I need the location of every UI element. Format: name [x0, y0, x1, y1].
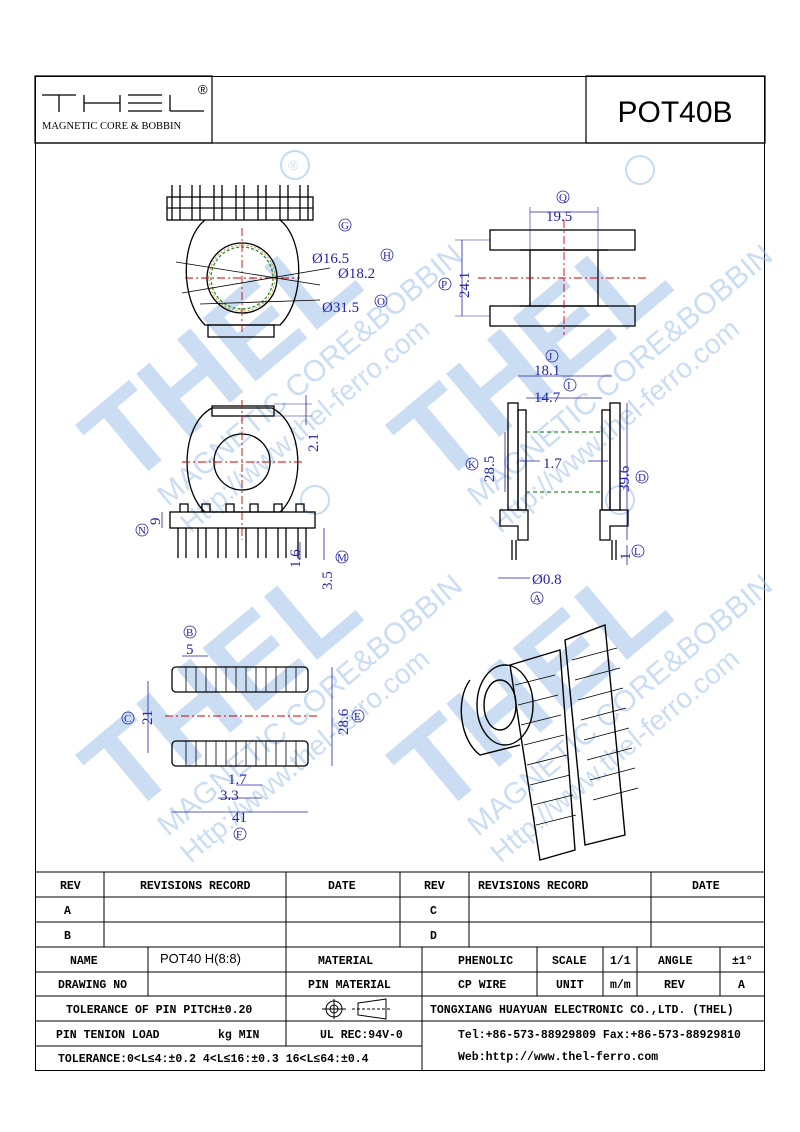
- dim-d31-5: Ø31.5: [322, 300, 359, 316]
- part-number: POT40B: [617, 96, 732, 129]
- label-K: K: [468, 459, 476, 471]
- rev-d: D: [430, 930, 437, 943]
- front-view: [166, 185, 331, 338]
- label-J: J: [548, 351, 553, 363]
- dim-28-5: 28.5: [482, 456, 498, 482]
- label-L: L: [634, 546, 641, 558]
- tolerance: TOLERANCE:0<L≤4:±0.2 4<L≤16:±0.3 16<L≤64…: [58, 1053, 369, 1066]
- label-A: A: [533, 593, 541, 605]
- dim-1-7a: 1.7: [543, 456, 562, 472]
- label-Q: Q: [559, 192, 567, 204]
- dim-19-5: 19.5: [546, 209, 572, 225]
- label-I: I: [567, 380, 571, 392]
- pin-material-value: CP WIRE: [458, 979, 506, 992]
- dim-18-1: 18.1: [534, 363, 560, 379]
- registered-mark: ®: [198, 82, 208, 97]
- pin-material-label: PIN MATERIAL: [308, 979, 391, 992]
- angle-value: ±1°: [732, 955, 753, 968]
- dim-d18-2: Ø18.2: [338, 266, 375, 282]
- date-header: DATE: [328, 880, 356, 893]
- bottom-view: [147, 655, 333, 813]
- label-D: D: [638, 472, 646, 484]
- rev-c: C: [430, 905, 437, 918]
- dim-9: 9: [148, 518, 164, 526]
- label-B: B: [186, 627, 193, 639]
- material-value: PHENOLIC: [458, 955, 513, 968]
- dim-1: 1: [618, 553, 634, 561]
- dim-d16-5: Ø16.5: [312, 251, 349, 267]
- rev-value: A: [738, 979, 745, 992]
- label-O: O: [377, 296, 385, 308]
- dim-2-1: 2.1: [306, 433, 322, 452]
- label-H: H: [383, 250, 391, 262]
- title-block: [35, 871, 765, 1071]
- rev-header-2: REV: [424, 880, 445, 893]
- unit-value: m/m: [610, 979, 631, 992]
- drawing-no-label: DRAWING NO: [58, 979, 127, 992]
- pin-pitch-tolerance: TOLERANCE OF PIN PITCH±0.20: [66, 1004, 252, 1017]
- pin-tension-unit: kg MIN: [218, 1029, 260, 1042]
- watermark-registered: ®: [288, 157, 299, 173]
- watermark: THEL MAGNETIC CORE&BOBBIN Http://www.the…: [58, 150, 779, 868]
- dim-3-3: 3.3: [220, 788, 239, 804]
- pin-view: [161, 395, 325, 560]
- dim-3-5: 3.5: [320, 571, 336, 590]
- company-name: TONGXIANG HUAYUAN ELECTRONIC CO.,LTD. (T…: [430, 1004, 734, 1017]
- label-C: C: [124, 713, 131, 725]
- rev-b: B: [64, 930, 71, 943]
- title-block-text: REV REVISIONS RECORD DATE REV REVISIONS …: [56, 880, 753, 1066]
- material-label: MATERIAL: [318, 955, 373, 968]
- section-view-dims: J 18.1 I 14.7 K 28.5 1.7 39.6 D 1 L Ø0.8…: [465, 349, 649, 605]
- isometric-view: [460, 624, 639, 861]
- web: Web:http://www.thel-ferro.com: [458, 1051, 658, 1064]
- header: ® MAGNETIC CORE & BOBBIN POT40B: [34, 75, 766, 144]
- revisions-record-header: REVISIONS RECORD: [140, 880, 251, 893]
- projection-symbol: [322, 998, 392, 1020]
- drawing-sheet: [35, 76, 765, 1071]
- dim-1-7b: 1.7: [228, 772, 247, 788]
- dim-1-6: 1.6: [288, 549, 304, 568]
- bottom-view-dims: B 5 C 21 28.6 E 1.7 3.3 41 F: [121, 625, 365, 841]
- tel-fax: Tel:+86-573-88929809 Fax:+86-573-8892981…: [458, 1029, 741, 1042]
- date-header-2: DATE: [692, 880, 720, 893]
- label-F: F: [236, 829, 242, 841]
- label-E: E: [354, 711, 361, 723]
- dim-21: 21: [140, 710, 156, 725]
- dim-41: 41: [232, 810, 247, 826]
- rev-header: REV: [60, 880, 81, 893]
- dim-5: 5: [186, 642, 194, 658]
- unit-label: UNIT: [556, 979, 584, 992]
- thel-logo: [42, 94, 204, 112]
- tagline: MAGNETIC CORE & BOBBIN: [42, 121, 182, 132]
- name-label: NAME: [70, 955, 98, 968]
- dim-14-7: 14.7: [534, 390, 561, 406]
- rev-label: REV: [664, 979, 685, 992]
- label-G: G: [341, 220, 349, 232]
- scale-value: 1/1: [610, 955, 631, 968]
- name-value: POT40 H(8:8): [160, 951, 241, 966]
- scale-label: SCALE: [552, 955, 587, 968]
- dim-28-6: 28.6: [336, 708, 352, 735]
- rev-a: A: [64, 905, 71, 918]
- front-view-dims: G H O Ø16.5 Ø18.2 Ø31.5: [312, 218, 394, 316]
- pin-view-dims: 2.1 N 9 1.6 M 3.5: [135, 433, 349, 590]
- angle-label: ANGLE: [658, 955, 693, 968]
- pin-tension-label: PIN TENION LOAD: [56, 1029, 160, 1042]
- dim-d0-8: Ø0.8: [532, 572, 562, 588]
- label-M: M: [337, 552, 347, 564]
- revisions-record-header-2: REVISIONS RECORD: [478, 880, 589, 893]
- side-view-dims: Q 19.5 P 24.1: [438, 190, 572, 298]
- label-N: N: [138, 525, 146, 537]
- dim-39-6: 39.6: [617, 465, 633, 492]
- section-view: [498, 375, 629, 579]
- label-P: P: [441, 279, 447, 291]
- side-view: [455, 207, 648, 335]
- ul-rec: UL REC:94V-0: [320, 1029, 403, 1042]
- dim-24-1: 24.1: [457, 272, 473, 298]
